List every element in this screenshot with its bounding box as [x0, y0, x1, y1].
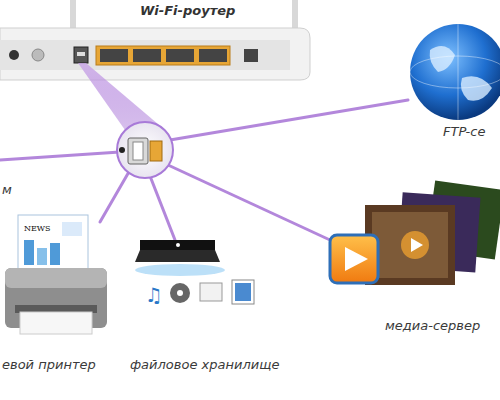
storage-label: файловое хранилище: [130, 357, 279, 373]
printer: [5, 215, 107, 334]
svg-text:♫: ♫: [145, 283, 163, 307]
usb-hub: [117, 122, 173, 178]
router: [0, 0, 310, 80]
file-storage: ♫: [135, 240, 254, 307]
news-text: NEWS: [24, 224, 51, 234]
printer-label: евой принтер: [2, 357, 96, 373]
media-server: [330, 180, 500, 285]
ftp-globe: [410, 24, 500, 120]
ftp-label: FTP-се: [443, 124, 485, 140]
modem-label: м: [2, 182, 12, 198]
usb-beam: [78, 63, 165, 130]
router-title: Wi-Fi-роутер: [140, 3, 235, 19]
media-label: медиа-сервер: [385, 318, 480, 334]
